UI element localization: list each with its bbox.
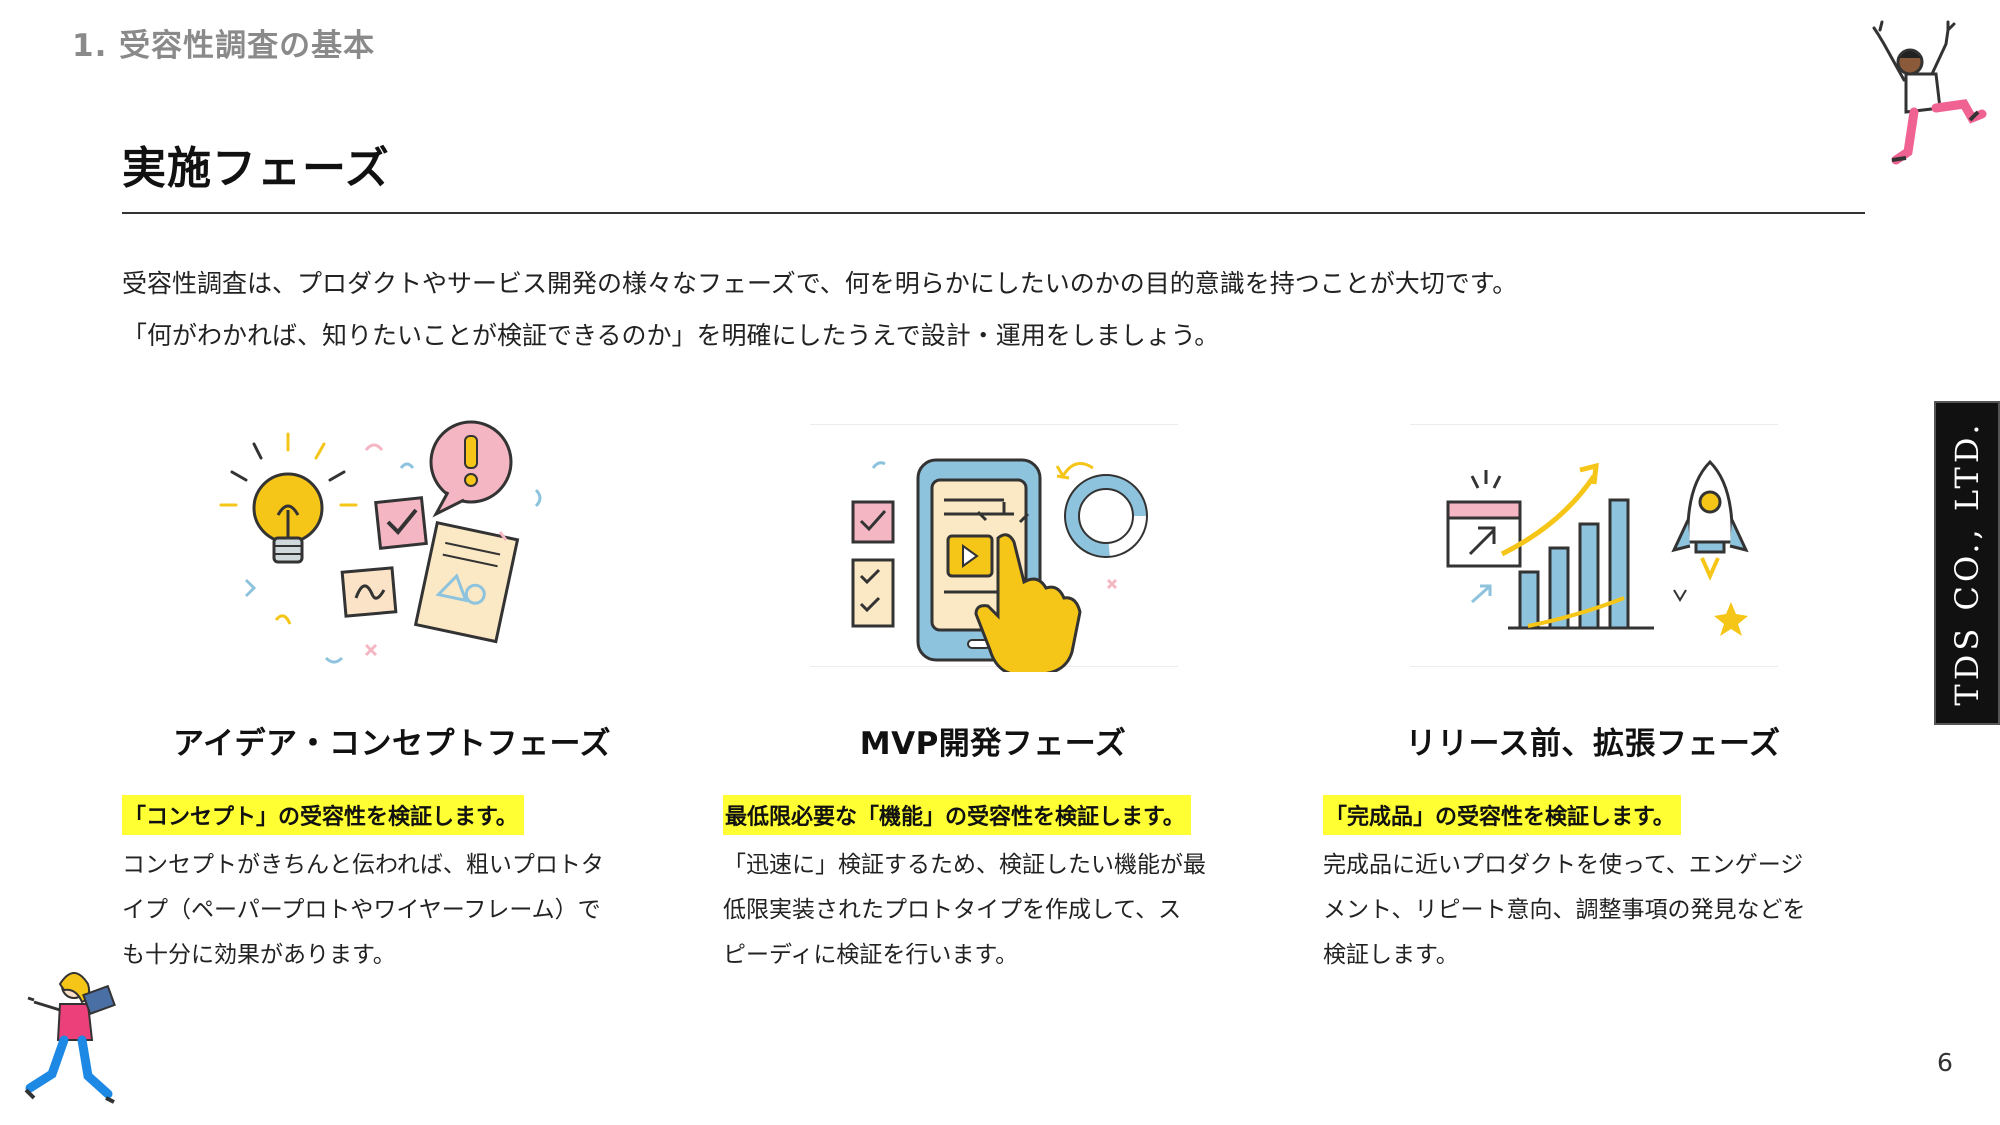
intro-line-1: 受容性調査は、プロダクトやサービス開発の様々なフェーズで、何を明らかにしたいのか… (122, 269, 1518, 298)
lightbulb-idea-illustration (216, 420, 588, 672)
card-body-line: も十分に効果があります。 (122, 942, 396, 968)
section-label: 1. 受容性調査の基本 (72, 28, 376, 64)
card-body: 完成品に近いプロダクトを使って、エンゲージ メント、リピート意向、調整事項の発見… (1323, 843, 1863, 978)
card-title: アイデア・コンセプトフェーズ (173, 726, 611, 762)
card-body-line: メント、リピート意向、調整事項の発見などを (1323, 897, 1806, 923)
card-body: コンセプトがきちんと伝われば、粗いプロトタ イプ（ペーパープロトやワイヤーフレー… (122, 843, 662, 978)
page-number: 6 (1937, 1048, 1953, 1077)
jumping-person-illustration (1864, 18, 1990, 168)
card-highlight: 「完成品」の受容性を検証します。 (1323, 795, 1681, 835)
title-divider (122, 212, 1865, 214)
growth-chart-rocket-illustration (1408, 420, 1780, 672)
card-body-line: 低限実装されたプロトタイプを作成して、ス (723, 897, 1182, 923)
company-name: TDS CO., LTD. (1948, 420, 1986, 706)
card-highlight: 最低限必要な「機能」の受容性を検証します。 (723, 795, 1191, 835)
page-title: 実施フェーズ (122, 143, 390, 194)
card-title: MVP開発フェーズ (859, 726, 1127, 762)
card-body-line: コンセプトがきちんと伝われば、粗いプロトタ (122, 852, 604, 878)
card-body-line: 検証します。 (1323, 942, 1459, 968)
intro-line-2: 「何がわかれば、知りたいことが検証できるのか」を明確にしたうえで設計・運用をしま… (122, 321, 1220, 350)
phase-card-mvp: MVP開発フェーズ 最低限必要な「機能」の受容性を検証します。 「迅速に」検証す… (723, 718, 1283, 978)
card-body-line: 「迅速に」検証するため、検証したい機能が最 (723, 852, 1206, 878)
card-body-line: ピーディに検証を行います。 (723, 942, 1019, 968)
phase-card-idea: アイデア・コンセプトフェーズ 「コンセプト」の受容性を検証します。 コンセプトが… (122, 718, 682, 978)
intro-text: 受容性調査は、プロダクトやサービス開発の様々なフェーズで、何を明らかにしたいのか… (122, 258, 1517, 362)
card-body: 「迅速に」検証するため、検証したい機能が最 低限実装されたプロトタイプを作成して… (723, 843, 1263, 978)
running-woman-laptop-illustration (16, 968, 116, 1113)
phase-card-release: リリース前、拡張フェーズ 「完成品」の受容性を検証します。 完成品に近いプロダク… (1323, 718, 1883, 978)
card-body-line: 完成品に近いプロダクトを使って、エンゲージ (1323, 852, 1804, 878)
card-body-line: イプ（ペーパープロトやワイヤーフレーム）で (122, 897, 601, 923)
card-highlight: 「コンセプト」の受容性を検証します。 (122, 795, 524, 835)
smartphone-tap-illustration (808, 420, 1180, 676)
card-title: リリース前、拡張フェーズ (1405, 726, 1781, 762)
company-label-box: TDS CO., LTD. (1934, 401, 2000, 725)
